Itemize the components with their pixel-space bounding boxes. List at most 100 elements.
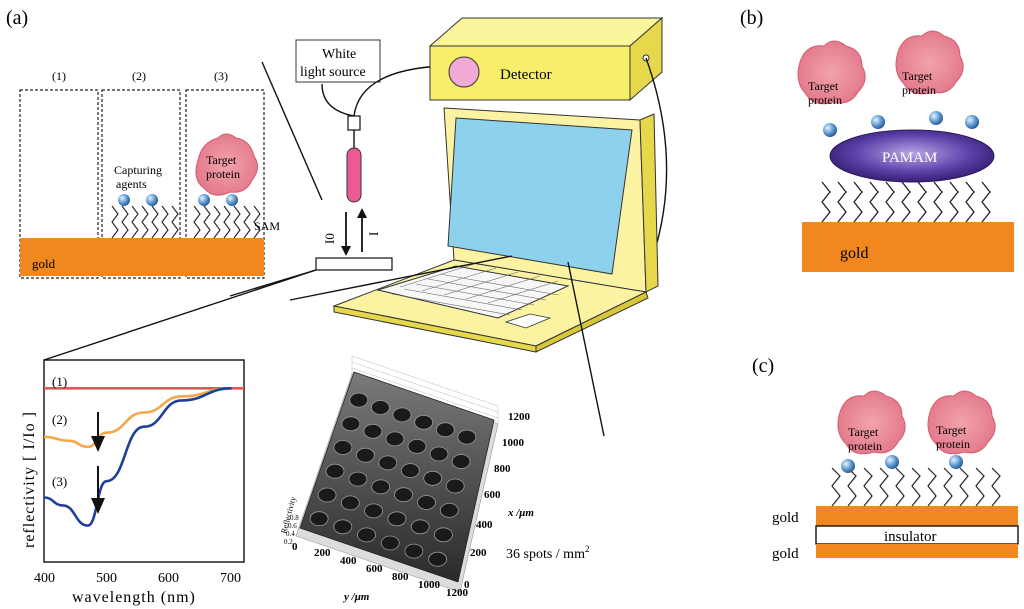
target-protein-c1: Target protein bbox=[837, 390, 906, 455]
connector-line bbox=[567, 261, 605, 437]
z-tick-label: 0.4 bbox=[286, 530, 295, 538]
curve-label-3: (3) bbox=[52, 474, 67, 489]
target-protein-b2: Target protein bbox=[895, 30, 964, 97]
target-label-1: Target bbox=[206, 153, 237, 167]
capture-bead bbox=[871, 115, 885, 129]
x-tick-labels: 400 500 600 700 bbox=[34, 571, 241, 586]
y-tick: 200 bbox=[314, 547, 331, 559]
gold-label-b: gold bbox=[840, 245, 868, 262]
spot bbox=[363, 423, 383, 439]
spot bbox=[317, 487, 337, 503]
keyboard-keys bbox=[391, 263, 559, 316]
spot bbox=[378, 455, 398, 471]
spot bbox=[404, 543, 424, 559]
panel-c-label: (c) bbox=[752, 355, 774, 377]
reflectivity-surface-plot: Reflectivity 0.2 0.4 0.6 0.8 0 200 400 6… bbox=[279, 355, 589, 603]
panel-a-label: (a) bbox=[6, 7, 28, 29]
target-b1-label-1: Target bbox=[808, 79, 839, 93]
spot bbox=[333, 440, 353, 455]
x-tick: 400 bbox=[476, 519, 493, 531]
connector-line bbox=[289, 255, 513, 301]
spectra-series bbox=[43, 386, 244, 527]
y-axis-label-surface: y /μm bbox=[342, 591, 370, 603]
gold-bottom-label: gold bbox=[772, 546, 799, 562]
fiber-probe bbox=[346, 147, 362, 203]
col-label-3: (3) bbox=[214, 69, 228, 83]
spot bbox=[333, 519, 353, 535]
touchpad bbox=[504, 313, 552, 329]
curve-label-1: (1) bbox=[52, 374, 67, 389]
y-ticks-surface: 0 200 400 600 800 1000 1200 bbox=[292, 541, 469, 599]
spot bbox=[364, 503, 384, 519]
capture-bead bbox=[841, 459, 855, 473]
z-tick-label: 0.2 bbox=[284, 538, 293, 546]
spot bbox=[387, 511, 407, 527]
spot bbox=[400, 463, 420, 479]
gold-layer-b bbox=[802, 222, 1014, 272]
spot bbox=[407, 438, 427, 454]
spot bbox=[309, 511, 329, 527]
col-label-1: (1) bbox=[52, 69, 66, 83]
capture-bead bbox=[118, 194, 130, 206]
x-tick: 200 bbox=[470, 547, 487, 559]
insulator-label: insulator bbox=[884, 529, 937, 545]
z-tick-labels: 0.2 0.4 0.6 0.8 bbox=[284, 514, 299, 546]
spot bbox=[435, 422, 455, 438]
optical-setup: White light source I0 I bbox=[295, 39, 443, 271]
target-protein-a: Target protein bbox=[195, 133, 258, 196]
capture-bead bbox=[823, 123, 837, 137]
target-b2-label-1: Target bbox=[902, 69, 933, 83]
x-axis-label-surface: x /μm bbox=[507, 507, 534, 519]
y-axis-label: reflectivity [ I/Io ] bbox=[21, 411, 38, 548]
surface-schematic: (1) (2) (3) gold Capturing bbox=[19, 69, 280, 279]
pamam-label: PAMAM bbox=[882, 150, 937, 166]
panel-b-label: (b) bbox=[740, 7, 763, 29]
spot bbox=[428, 551, 448, 567]
spot bbox=[451, 454, 471, 469]
target-label-2: protein bbox=[206, 167, 240, 181]
connector-line bbox=[43, 269, 317, 361]
x-tick-label: 500 bbox=[96, 571, 117, 586]
gold-bottom-layer bbox=[816, 544, 1018, 558]
detector-box: Detector bbox=[428, 16, 664, 102]
target-c2-label-1: Target bbox=[936, 423, 967, 437]
incident-label: I0 bbox=[322, 233, 337, 244]
spot bbox=[457, 429, 477, 445]
target-b1-label-2: protein bbox=[808, 93, 842, 107]
sam-label: SAM bbox=[254, 219, 280, 233]
target-c2-label-2: protein bbox=[936, 437, 970, 451]
z-tick-label: 0.6 bbox=[288, 522, 297, 530]
light-source-box bbox=[295, 39, 381, 83]
gold-top-layer bbox=[816, 506, 1018, 526]
x-tick: 800 bbox=[494, 463, 511, 475]
spot bbox=[439, 502, 459, 518]
chart-arrows bbox=[91, 412, 105, 514]
x-tick: 1000 bbox=[502, 437, 525, 449]
spot bbox=[417, 495, 436, 510]
detector-port bbox=[448, 56, 480, 88]
y-tick: 400 bbox=[340, 555, 357, 567]
reflectivity-chart: (1) (2) (3) 400 500 600 700 wavelength (… bbox=[21, 359, 245, 606]
capturing-label-2: agents bbox=[116, 177, 147, 191]
x-axis-label: wavelength (nm) bbox=[72, 589, 196, 606]
capture-bead bbox=[965, 115, 979, 129]
light-source-label-2: light source bbox=[300, 65, 366, 80]
x-tick-label: 400 bbox=[34, 571, 55, 586]
y-tick: 0 bbox=[292, 541, 298, 553]
light-source-label-1: White bbox=[322, 47, 356, 62]
spot bbox=[394, 487, 414, 503]
curve-label-2: (2) bbox=[52, 412, 67, 427]
target-c1-label-2: protein bbox=[848, 439, 882, 453]
spot bbox=[385, 431, 405, 447]
spectrum-line-3 bbox=[43, 387, 232, 527]
y-tick: 1000 bbox=[418, 579, 441, 591]
spot bbox=[410, 519, 430, 535]
spot bbox=[348, 471, 368, 487]
x-tick: 1200 bbox=[508, 411, 531, 423]
capture-bead bbox=[929, 111, 943, 125]
target-protein-b1: Target protein bbox=[797, 40, 866, 107]
spot bbox=[355, 447, 375, 463]
detector-label: Detector bbox=[500, 67, 552, 83]
sam-chains-b bbox=[821, 181, 991, 223]
